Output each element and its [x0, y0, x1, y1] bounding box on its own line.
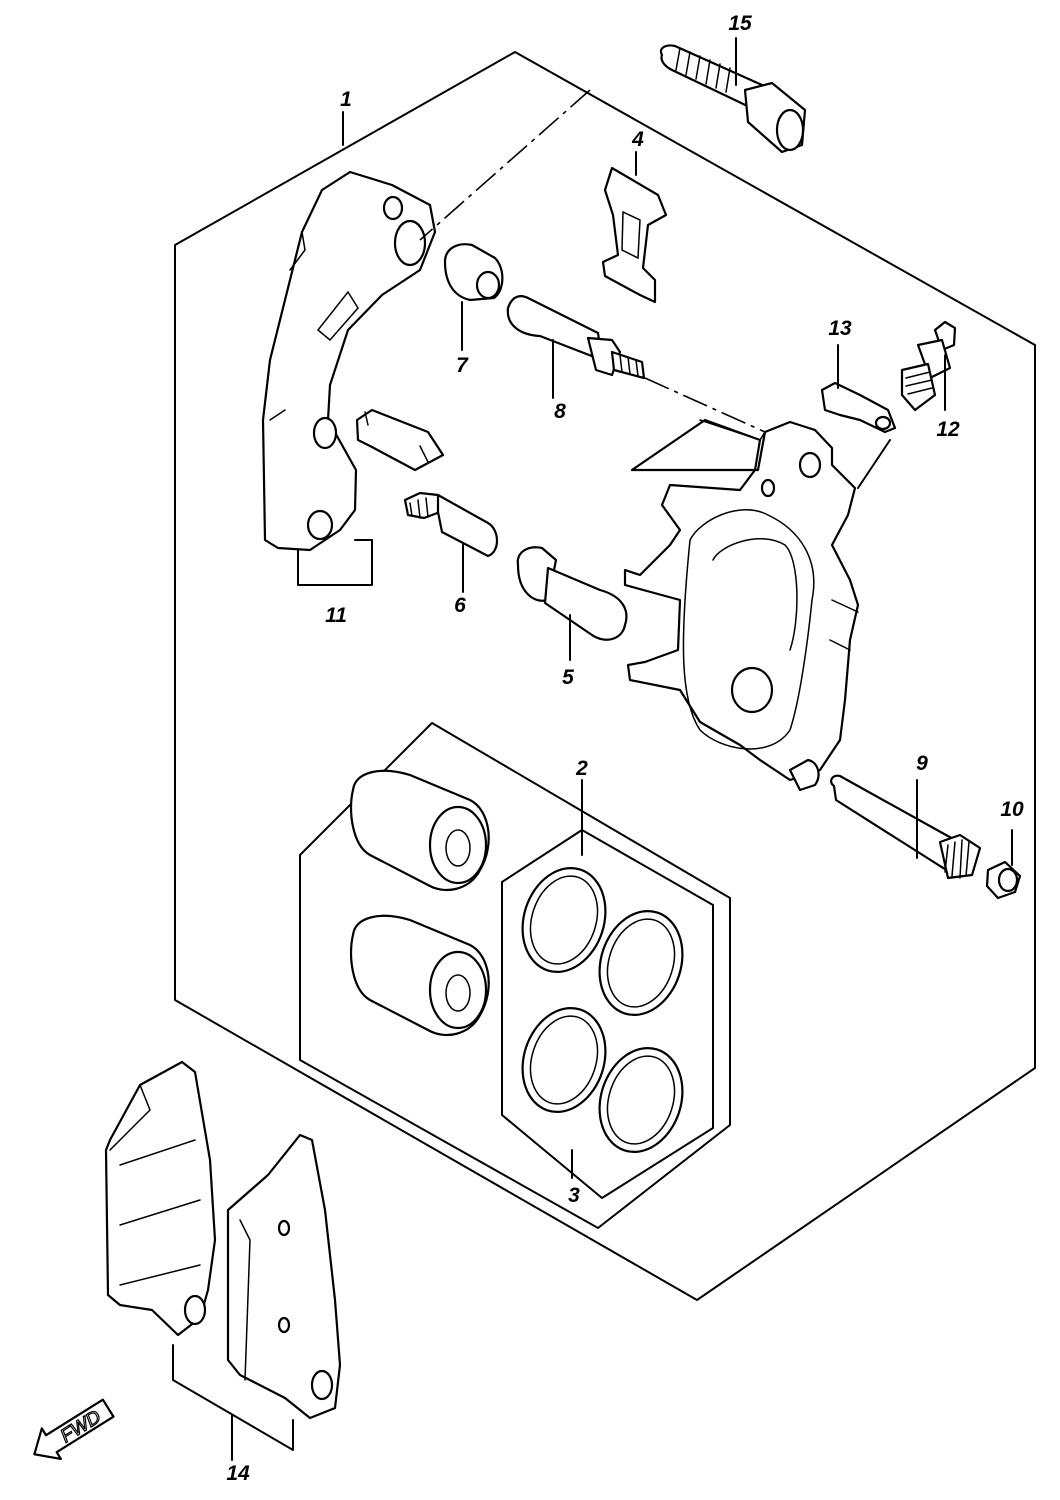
seal-set-outline-3 [501, 829, 714, 1199]
brake-pad-rear [226, 1133, 342, 1420]
pin-plug [985, 860, 1022, 900]
caliper-bracket [261, 170, 437, 552]
callout-numbers: 1 2 3 4 5 6 7 8 9 10 11 12 13 14 15 [226, 12, 1024, 1485]
forward-direction-arrow: FWD [33, 1398, 115, 1461]
callout-15: 15 [728, 12, 752, 35]
alignment-line-bolt [419, 89, 591, 241]
callout-9: 9 [916, 752, 928, 775]
caliper-body [623, 418, 860, 792]
alignment-line-pin [644, 377, 766, 433]
callout-3: 3 [568, 1184, 580, 1207]
callout-10: 10 [1000, 798, 1024, 821]
slide-sleeve [516, 546, 628, 641]
callout-8: 8 [554, 400, 566, 423]
pad-retainer-clip [601, 166, 668, 304]
seal-kit-outline-2 [299, 722, 731, 1229]
callout-11: 11 [325, 604, 347, 627]
piston-lower [349, 914, 490, 1037]
bleeder-valve [900, 320, 957, 412]
brake-pad-front [104, 1060, 217, 1337]
piston-upper [349, 769, 490, 892]
assembly-outline-1 [174, 51, 1036, 1301]
callout-4: 4 [631, 128, 644, 151]
slide-pin-8 [506, 295, 646, 380]
slide-pin-6 [403, 491, 499, 558]
bleeder-cap [820, 381, 897, 434]
mounting-bolt [659, 44, 807, 154]
leader-lines [172, 37, 1013, 1461]
pin-boot [443, 243, 504, 302]
slide-pin-9 [830, 774, 982, 880]
callout-2: 2 [575, 757, 588, 780]
pad-spring [355, 408, 445, 472]
callout-5: 5 [562, 666, 574, 689]
callout-13: 13 [828, 317, 852, 340]
callout-1: 1 [340, 88, 352, 111]
callout-14: 14 [226, 1462, 250, 1485]
callout-12: 12 [936, 418, 960, 441]
piston-seals [521, 867, 684, 1153]
callout-7: 7 [456, 354, 469, 377]
callout-6: 6 [454, 594, 466, 617]
